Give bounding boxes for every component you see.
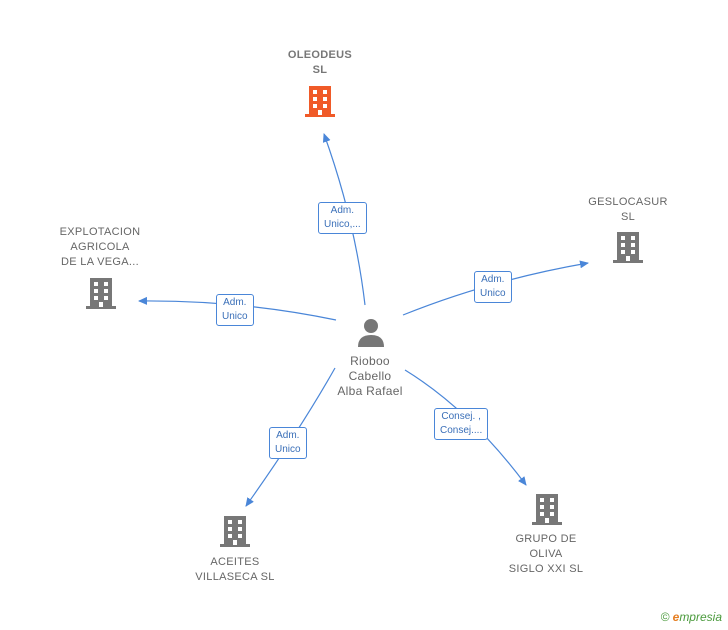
node-label-line: OLEODEUS	[287, 49, 353, 61]
node-label-geslocasur[interactable]: GESLOCASUR SL	[568, 195, 688, 225]
building-icon	[613, 232, 643, 263]
edge-label-line: Unico	[480, 288, 506, 299]
edge-label-line: Adm.	[481, 274, 505, 285]
node-label-line: GESLOCASUR	[588, 196, 668, 208]
copyright-symbol: ©	[660, 610, 670, 624]
node-label-line: DE LA VEGA...	[61, 256, 139, 268]
edge-label-oleodeus[interactable]: Adm. Unico,...	[318, 202, 367, 234]
node-label-line: OLIVA	[529, 548, 563, 560]
node-label-line: AGRICOLA	[70, 241, 130, 253]
node-label-grupo[interactable]: GRUPO DE OLIVA SIGLO XXI SL	[486, 532, 606, 577]
person-icon	[358, 319, 384, 347]
node-label-line: SL	[620, 211, 636, 223]
center-person-label[interactable]: Rioboo Cabello Alba Rafael	[320, 354, 420, 399]
edge-label-line: Unico	[222, 311, 248, 322]
brand-logo: ©empresia	[661, 610, 722, 624]
node-label-oleodeus[interactable]: OLEODEUS SL	[270, 48, 370, 78]
edge-label-explotacion[interactable]: Adm. Unico	[216, 294, 254, 326]
edge-label-line: Adm.	[276, 430, 300, 441]
node-label-line: SL	[312, 64, 328, 76]
edge-label-aceites[interactable]: Adm. Unico	[269, 427, 307, 459]
node-label-line: GRUPO DE	[515, 533, 577, 545]
building-icon	[305, 86, 335, 117]
edge-label-line: Consej. ,	[441, 411, 481, 422]
node-label-line: VILLASECA SL	[195, 571, 275, 583]
node-label-line: EXPLOTACION	[59, 226, 141, 238]
node-label-line: ACEITES	[210, 556, 260, 568]
edge-label-line: Consej....	[440, 425, 483, 436]
center-label-line: Cabello	[348, 369, 392, 383]
center-label-line: Alba Rafael	[337, 384, 403, 398]
edge-label-line: Adm.	[223, 297, 247, 308]
edge-label-line: Unico	[275, 444, 301, 455]
building-icon	[220, 516, 250, 547]
node-label-line: SIGLO XXI SL	[508, 563, 584, 575]
edge-label-line: Unico,...	[324, 219, 361, 230]
node-label-explotacion[interactable]: EXPLOTACION AGRICOLA DE LA VEGA...	[44, 225, 156, 270]
building-icon	[86, 278, 116, 309]
edge-label-grupo[interactable]: Consej. , Consej....	[434, 408, 489, 440]
edge-label-line: Adm.	[330, 205, 355, 216]
brand-name: mpresia	[679, 610, 722, 624]
brand-initial: e	[672, 610, 680, 624]
center-label-line: Rioboo	[350, 354, 390, 368]
edge-label-geslocasur[interactable]: Adm. Unico	[474, 271, 512, 303]
building-icon	[532, 494, 562, 525]
node-label-aceites[interactable]: ACEITES VILLASECA SL	[175, 555, 295, 585]
